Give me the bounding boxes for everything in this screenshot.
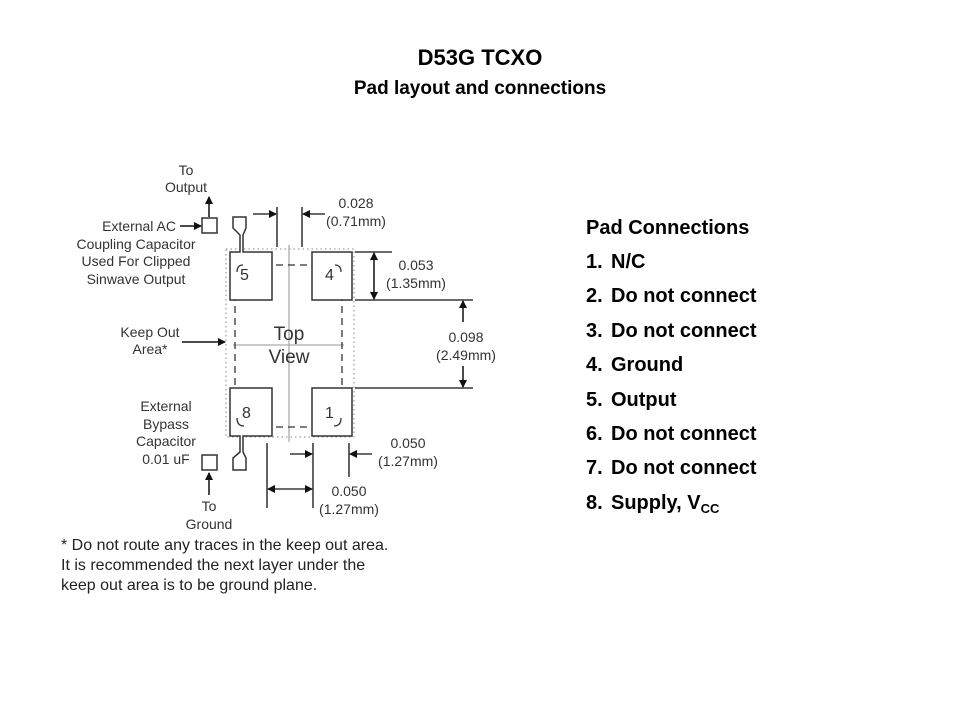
svg-text:8: 8 — [242, 405, 251, 422]
pad-connections-heading: Pad Connections — [586, 217, 750, 239]
svg-text:To: To — [179, 162, 194, 178]
bypass-capacitor-label: External Bypass Capacitor 0.01 uF — [136, 398, 196, 467]
pad-5: 5 — [229, 216, 273, 301]
svg-text:(0.71mm): (0.71mm) — [326, 213, 386, 229]
svg-text:External AC: External AC — [102, 218, 176, 234]
top-view-label-line1: Top — [274, 324, 305, 345]
dimension-pad-pitch: 0.050 (1.27mm) — [266, 443, 379, 517]
to-ground-label: To Ground — [186, 498, 233, 532]
keep-out-label: Keep Out Area* — [120, 324, 179, 357]
svg-text:1: 1 — [325, 405, 334, 422]
connection-item-4: 4.Ground — [586, 354, 684, 377]
svg-text:5: 5 — [240, 267, 249, 284]
ac-coupling-capacitor — [201, 217, 218, 234]
connection-item-3: 3.Do not connect — [586, 319, 757, 342]
keep-out-outline — [225, 248, 355, 438]
svg-text:External: External — [140, 398, 191, 414]
connection-item-5: 5.Output — [586, 388, 677, 411]
ac-coupling-label: External AC Coupling Capacitor Used For … — [76, 218, 195, 287]
vcc-subscript: CC — [700, 500, 720, 516]
svg-text:0.028: 0.028 — [338, 195, 373, 211]
page-subtitle: Pad layout and connections — [353, 78, 607, 99]
pad-connections-list: Pad Connections 1.N/C 2.Do not connect 3… — [586, 214, 757, 523]
svg-text:(2.49mm): (2.49mm) — [436, 347, 496, 363]
bypass-capacitor — [201, 454, 218, 471]
svg-text:(1.27mm): (1.27mm) — [319, 501, 379, 517]
connection-item-1: 1.N/C — [586, 251, 646, 273]
svg-text:Area*: Area* — [132, 341, 168, 357]
svg-text:0.01 uF: 0.01 uF — [142, 451, 189, 467]
connection-item-6: 6.Do not connect — [586, 422, 757, 445]
svg-text:Keep Out: Keep Out — [120, 324, 179, 340]
svg-text:(1.27mm): (1.27mm) — [378, 453, 438, 469]
svg-text:To: To — [202, 498, 217, 514]
connection-item-7: 7.Do not connect — [586, 457, 757, 480]
svg-text:4: 4 — [325, 267, 334, 284]
svg-text:Coupling Capacitor: Coupling Capacitor — [76, 236, 195, 252]
pad-4: 4 — [311, 251, 353, 301]
note-line: keep out area is to be ground plane. — [61, 577, 318, 594]
connection-item-8: 8.Supply, VCC — [586, 491, 720, 516]
dimension-pad-width: 0.050 (1.27mm) — [290, 435, 438, 508]
keep-out-note: * Do not route any traces in the keep ou… — [61, 536, 481, 596]
svg-text:0.053: 0.053 — [398, 257, 433, 273]
pad-8: 8 — [229, 387, 273, 471]
svg-text:Bypass: Bypass — [143, 416, 189, 432]
svg-text:(1.35mm): (1.35mm) — [386, 275, 446, 291]
svg-text:0.098: 0.098 — [448, 329, 483, 345]
svg-text:Ground: Ground — [186, 516, 233, 532]
note-line: It is recommended the next layer under t… — [61, 557, 366, 574]
note-line: * Do not route any traces in the keep ou… — [61, 537, 389, 554]
to-output-label: To Output — [165, 162, 207, 195]
top-view-label-line2: View — [269, 347, 310, 368]
svg-text:Capacitor: Capacitor — [136, 433, 196, 449]
dimension-pad-height: 0.053 (1.35mm) — [355, 251, 473, 301]
pad-1: 1 — [311, 387, 353, 437]
svg-text:Used For Clipped: Used For Clipped — [82, 253, 191, 269]
connection-item-2: 2.Do not connect — [586, 285, 757, 308]
dimension-row-spacing: 0.098 (2.49mm) — [355, 300, 496, 389]
svg-text:0.050: 0.050 — [331, 483, 366, 499]
dimension-pad-gap: 0.028 (0.71mm) — [253, 195, 386, 247]
page-title: D53G TCXO — [417, 45, 543, 70]
svg-text:Sinwave Output: Sinwave Output — [87, 271, 186, 287]
svg-text:Output: Output — [165, 179, 207, 195]
svg-text:0.050: 0.050 — [390, 435, 425, 451]
